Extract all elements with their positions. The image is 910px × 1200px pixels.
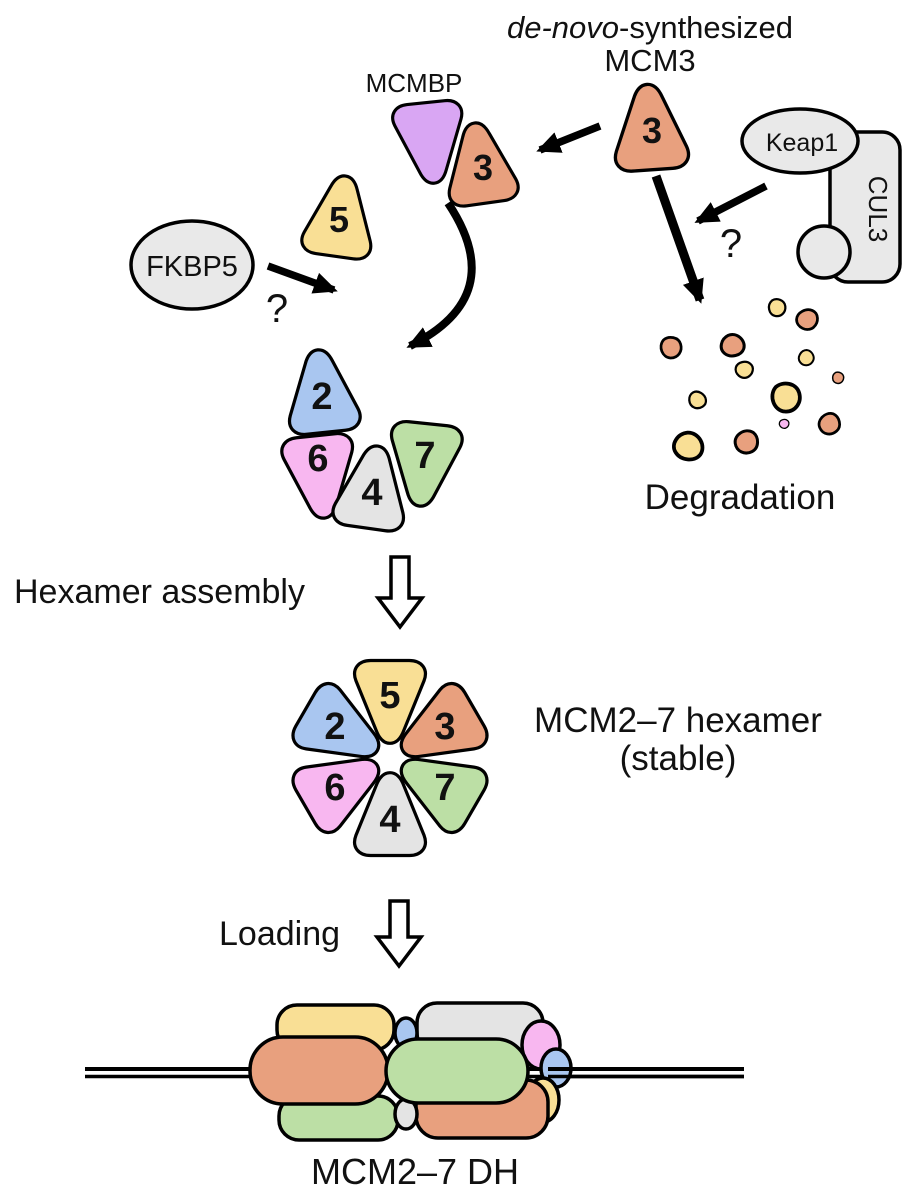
dh-green-middle xyxy=(384,1037,530,1105)
fkbp5-group: FKBP5 ? xyxy=(129,219,338,331)
fragment-blob xyxy=(657,334,685,361)
hexamer-mcm3-label: 3 xyxy=(434,706,455,748)
arrow-mcm3-to-mcmbp xyxy=(536,122,602,154)
fragment-blob xyxy=(815,410,844,438)
partial-mcm2-label: 2 xyxy=(311,376,332,418)
fragment-blob xyxy=(793,306,822,334)
free-mcm5-subunit: 5 xyxy=(298,169,382,263)
title-rest-part: -synthesized xyxy=(619,10,793,45)
fragment-blob xyxy=(794,346,818,369)
double-hexamer-label: MCM2–7 DH xyxy=(311,1151,519,1192)
partial-mcm4-label: 4 xyxy=(361,472,382,514)
title-line2: MCM3 xyxy=(604,43,695,78)
fkbp5-label: FKBP5 xyxy=(146,251,238,283)
free-mcm5-label: 5 xyxy=(329,199,349,240)
degradation-group: Degradation xyxy=(645,174,847,517)
partial-mcm7-label: 7 xyxy=(414,435,435,477)
cul3-ring-circle xyxy=(796,224,852,280)
double-hexamer-group: MCM2–7 DH xyxy=(85,1001,744,1192)
assembly-down-arrow xyxy=(374,555,426,630)
hexamer-name-label: MCM2–7 hexamer xyxy=(534,701,822,740)
hexamer-mcm4-label: 4 xyxy=(379,799,400,841)
degradation-label: Degradation xyxy=(645,478,836,517)
arrow-keap1 xyxy=(694,182,768,225)
fragment-blob xyxy=(668,426,709,466)
keap1-cul3-group: CUL3 Keap1 ? xyxy=(694,107,902,284)
hexamer-state-label: (stable) xyxy=(620,739,737,778)
partial-hexamer: 2 6 4 7 xyxy=(278,344,466,535)
hexamer-mcm7-label: 7 xyxy=(434,767,455,809)
fragment-blob xyxy=(734,360,754,379)
fragment-blob xyxy=(768,379,804,416)
cul3-label: CUL3 xyxy=(863,176,893,242)
free-mcm3-subunit: 3 xyxy=(608,80,692,174)
arrow-fkbp5 xyxy=(266,262,338,294)
arrow-mcmbp-to-hexamer xyxy=(406,200,476,350)
keap1-ellipse xyxy=(740,107,860,175)
free-mcm3-label: 3 xyxy=(642,110,662,151)
mcmbp-label: MCMBP xyxy=(366,68,463,98)
title-italic-part: de-novo xyxy=(507,10,619,45)
fragment-blob xyxy=(765,295,789,320)
fkbp5-question-mark: ? xyxy=(266,287,288,331)
fragment-blob xyxy=(778,418,790,429)
arrow-degradation xyxy=(651,174,705,304)
fragment-blob xyxy=(829,369,847,387)
hexamer-mcm2-label: 2 xyxy=(324,706,345,748)
mcmbp-mcm3-complex: MCMBP 3 xyxy=(366,68,522,210)
fkbp5-ellipse xyxy=(129,219,255,311)
fragment-blob xyxy=(733,429,760,455)
full-hexamer: 5 3 7 4 6 2 xyxy=(286,658,494,858)
hexamer-mcm6-label: 6 xyxy=(324,767,345,809)
keap1-label: Keap1 xyxy=(766,129,838,157)
hexamer-mcm5-label: 5 xyxy=(379,675,400,717)
dh-orange-middle xyxy=(248,1035,390,1106)
partial-mcm6-label: 6 xyxy=(307,438,328,480)
title-line1: de-novo-synthesized xyxy=(507,10,793,45)
fragment-blob xyxy=(719,333,746,358)
loading-label: Loading xyxy=(219,915,340,953)
fragment-blob xyxy=(684,387,711,413)
keap1-question-mark: ? xyxy=(720,222,742,266)
loading-down-arrow xyxy=(373,899,425,969)
hexamer-assembly-label: Hexamer assembly xyxy=(14,573,305,611)
bound-mcm3-label: 3 xyxy=(473,147,493,188)
